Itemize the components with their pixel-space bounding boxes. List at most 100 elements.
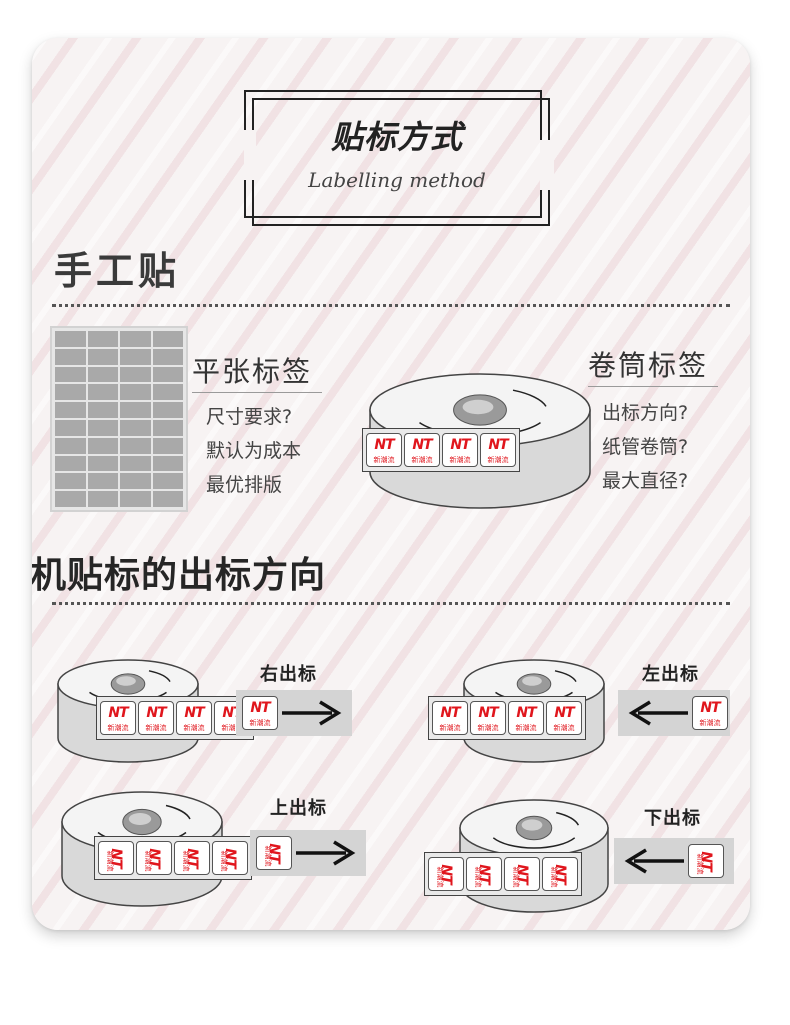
label-logo-text: 新潮流 [474,866,482,888]
label-logo-mark: NT [450,437,470,453]
sheet-label-cell [120,420,151,436]
direction-label: 右出标 [260,664,317,685]
label-logo-text: 新潮流 [550,866,558,888]
title-frame: 贴标方式 Labelling method [244,90,554,226]
sheet-label-cell [55,491,86,507]
label-logo-mark: NT [108,705,128,721]
label-logo-text: 新潮流 [264,845,272,867]
label-logo-text: 新潮流 [696,853,704,875]
arrow-left-icon [624,848,684,874]
label-logo-text: 新潮流 [106,850,114,872]
sheet-label-cell [152,331,183,347]
label-logo-text: 新潮流 [373,456,395,464]
label-logo-mark: NT [146,705,166,721]
sheet-label-cell [152,348,183,365]
sheet-label-cell [55,473,86,490]
sheet-label-cell [55,331,86,347]
sheet-label-cell [152,420,183,436]
arrow-left-icon [628,700,688,726]
flat-label-title: 平张标签 [192,355,313,388]
sheet-label-cell [55,437,86,454]
label-tag: NT 新潮流 [100,701,136,735]
label-logo-text: 新潮流 [515,724,537,732]
sheet-label-cell [87,348,118,365]
exit-arrow-panel: NT 新潮流 [618,690,730,736]
direction-label: 左出标 [642,664,699,685]
flat-sheet-illustration [50,326,188,512]
sheet-label-cell [87,473,118,490]
flat-question: 尺寸要求? [206,406,293,428]
machine-heading: 机贴标的出标方向 [32,555,327,596]
content-card: 贴标方式 Labelling method 手工贴 平张标签 尺寸要求? 默认为… [32,38,750,930]
label-logo-text: 新潮流 [220,850,228,872]
sheet-label-cell [87,384,118,401]
sheet-label-cell [152,402,183,418]
sheet-label-cell [87,420,118,436]
sheet-label-cell [55,455,86,472]
label-logo-mark: NT [412,437,432,453]
sheet-label-cell [120,402,151,418]
divider [52,602,730,605]
label-logo-mark: NT [700,700,720,716]
roll-question: 纸管卷筒? [602,436,689,458]
label-logo-mark: NT [554,705,574,721]
sheet-label-cell [152,384,183,401]
direction-label: 下出标 [644,808,701,829]
label-logo-mark: NT [440,705,460,721]
page-title: 贴标方式 [330,118,463,156]
sheet-label-cell [55,384,86,401]
label-logo-text: 新潮流 [487,456,509,464]
label-tag: NT 新潮流 [692,696,728,730]
label-logo-text: 新潮流 [699,719,721,727]
sheet-label-cell [120,455,151,472]
sheet-label-cell [120,473,151,490]
sheet-label-cell [152,491,183,507]
sheet-label-cell [152,437,183,454]
sheet-label-cell [87,455,118,472]
label-tag: NT 新潮流 [508,701,544,735]
sheet-label-cell [55,420,86,436]
label-logo-mark: NT [516,705,536,721]
direction-label: 上出标 [270,798,327,819]
sheet-label-cell [120,437,151,454]
flat-question-list: 尺寸要求? 默认为成本 最优排版 [206,400,301,502]
sheet-label-cell [87,331,118,347]
sheet-label-cell [87,402,118,418]
arrow-right-icon [282,700,342,726]
sheet-label-cell [152,473,183,490]
sheet-label-cell [87,491,118,507]
sheet-label-cell [55,366,86,383]
divider [52,304,730,307]
label-logo-text: 新潮流 [107,724,129,732]
flat-question: 默认为成本 [206,440,302,462]
roll-label-title: 卷筒标签 [588,349,709,382]
label-logo-text: 新潮流 [145,724,167,732]
label-logo-text: 新潮流 [221,724,243,732]
underline [192,392,322,393]
roll-question: 出标方向? [602,402,689,424]
underline [588,386,718,387]
